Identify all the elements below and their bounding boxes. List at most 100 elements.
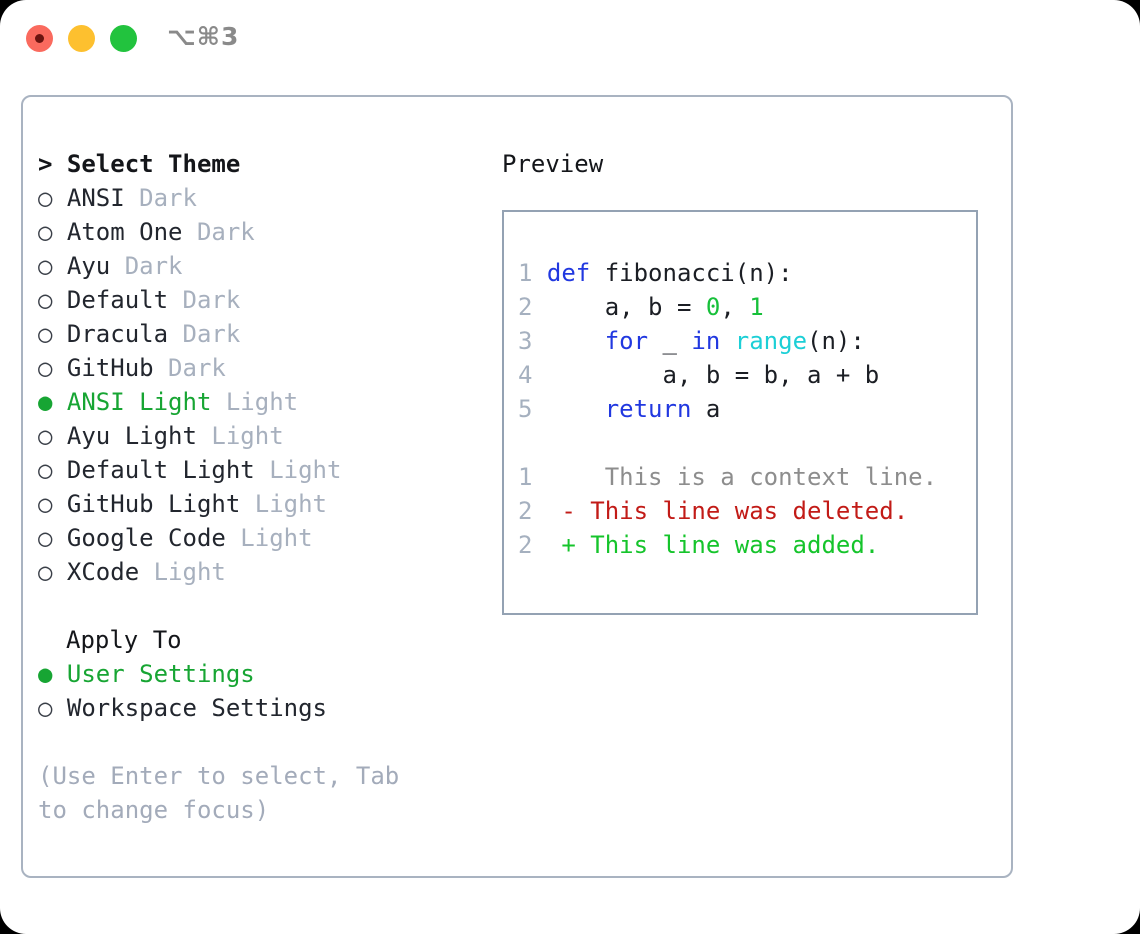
close-button[interactable] <box>26 25 53 52</box>
preview-title: Preview <box>502 150 604 178</box>
theme-name: Ayu Light <box>52 422 197 450</box>
maximize-button[interactable] <box>110 25 137 52</box>
code-token <box>547 395 605 423</box>
radio-unselected-icon: ○ <box>38 354 53 382</box>
gutter-spacer <box>532 531 561 559</box>
radio-selected-icon: ● <box>38 388 53 416</box>
theme-category: Light <box>240 490 327 518</box>
theme-category: Dark <box>153 354 226 382</box>
theme-name: Ayu <box>52 252 111 280</box>
line-number: 4 <box>518 361 533 389</box>
theme-category: Light <box>196 422 284 450</box>
code-token: a, b = b, a + b <box>546 361 880 389</box>
code-token: for <box>604 327 649 355</box>
code-token: range <box>734 327 808 355</box>
preview-column: Preview 1 def fibonacci(n):2 a, b = 0, 1… <box>502 147 992 615</box>
title-bar: ⌥⌘3 <box>0 0 1140 76</box>
theme-name: Default <box>52 286 169 314</box>
radio-unselected-icon: ○ <box>38 218 53 246</box>
theme-name: GitHub <box>52 354 154 382</box>
diff-sample: 1 This is a context line. 2 - This line w… <box>518 460 976 562</box>
code-token: a <box>691 395 721 423</box>
theme-name: XCode <box>52 558 140 586</box>
line-number: 1 <box>518 259 533 287</box>
code-line: 5 return a <box>518 392 976 426</box>
theme-category: Dark <box>182 218 255 246</box>
theme-category: Light <box>211 388 299 416</box>
line-number: 5 <box>518 395 533 423</box>
theme-category: Dark <box>168 286 241 314</box>
radio-unselected-icon: ○ <box>38 252 53 280</box>
code-token: fibonacci(n): <box>604 259 793 287</box>
code-token: _ <box>648 327 692 355</box>
theme-list-item[interactable]: ○ Google Code Light <box>38 521 498 555</box>
theme-list-item[interactable]: ● ANSI Light Light <box>38 385 498 419</box>
gutter-spacer <box>532 497 561 525</box>
code-line: 2 a, b = 0, 1 <box>518 290 976 324</box>
gutter-spacer <box>532 463 561 491</box>
theme-name: GitHub Light <box>52 490 241 518</box>
code-line: 3 for _ in range(n): <box>518 324 976 358</box>
code-token: 1 <box>749 293 764 321</box>
diff-sign <box>561 463 575 491</box>
gutter-spacer <box>532 327 546 355</box>
code-token <box>547 327 605 355</box>
gutter-spacer <box>532 293 546 321</box>
theme-list-item[interactable]: ○ GitHub Dark <box>38 351 498 385</box>
theme-list-item[interactable]: ○ Atom One Dark <box>38 215 498 249</box>
code-token: , <box>720 293 750 321</box>
radio-unselected-icon: ○ <box>38 184 53 212</box>
theme-name: Atom One <box>52 218 183 246</box>
apply-to-option[interactable]: ● User Settings <box>38 657 498 691</box>
radio-unselected-icon: ○ <box>38 286 53 314</box>
theme-category: Light <box>254 456 342 484</box>
diff-text: This line was added. <box>575 531 880 559</box>
line-number: 2 <box>518 531 533 559</box>
line-number: 3 <box>518 327 533 355</box>
theme-category: Light <box>225 524 313 552</box>
theme-list: ○ ANSI Dark○ Atom One Dark○ Ayu Dark○ De… <box>38 181 498 589</box>
spacer <box>518 426 976 460</box>
theme-list-item[interactable]: ○ Ayu Light Light <box>38 419 498 453</box>
theme-list-item[interactable]: ○ XCode Light <box>38 555 498 589</box>
line-number: 2 <box>518 497 533 525</box>
radio-unselected-icon: ○ <box>38 490 53 518</box>
diff-sign: + <box>561 531 576 559</box>
theme-category: Dark <box>124 184 197 212</box>
theme-list-item[interactable]: ○ GitHub Light Light <box>38 487 498 521</box>
code-line: 1 def fibonacci(n): <box>518 256 976 290</box>
code-token: return <box>604 395 692 423</box>
spacer <box>38 589 498 623</box>
code-token: a, b = <box>546 293 706 321</box>
theme-list-item[interactable]: ○ Dracula Dark <box>38 317 498 351</box>
apply-to-label: Workspace Settings <box>52 694 327 722</box>
code-token <box>720 327 734 355</box>
diff-sign: - <box>561 497 576 525</box>
theme-list-item[interactable]: ○ ANSI Dark <box>38 181 498 215</box>
diff-line: 1 This is a context line. <box>518 460 976 494</box>
radio-unselected-icon: ○ <box>38 456 53 484</box>
apply-to-option[interactable]: ○ Workspace Settings <box>38 691 498 725</box>
radio-unselected-icon: ○ <box>38 524 53 552</box>
theme-name: ANSI Light <box>52 388 212 416</box>
line-number: 1 <box>518 463 533 491</box>
theme-selector-panel: > Select Theme ○ ANSI Dark○ Atom One Dar… <box>21 95 1013 878</box>
code-token: in <box>691 327 721 355</box>
diff-text: This is a context line. <box>575 463 938 491</box>
minimize-button[interactable] <box>68 25 95 52</box>
theme-list-item[interactable]: ○ Ayu Dark <box>38 249 498 283</box>
radio-unselected-icon: ○ <box>38 558 53 586</box>
radio-unselected-icon: ○ <box>38 320 53 348</box>
theme-name: Dracula <box>52 320 169 348</box>
theme-category: Light <box>139 558 226 586</box>
theme-list-item[interactable]: ○ Default Light Light <box>38 453 498 487</box>
theme-list-column: > Select Theme ○ ANSI Dark○ Atom One Dar… <box>38 147 498 827</box>
radio-unselected-icon: ○ <box>38 422 53 450</box>
code-line: 4 a, b = b, a + b <box>518 358 976 392</box>
theme-list-item[interactable]: ○ Default Dark <box>38 283 498 317</box>
traffic-lights <box>26 25 137 52</box>
radio-selected-icon: ● <box>38 660 53 688</box>
